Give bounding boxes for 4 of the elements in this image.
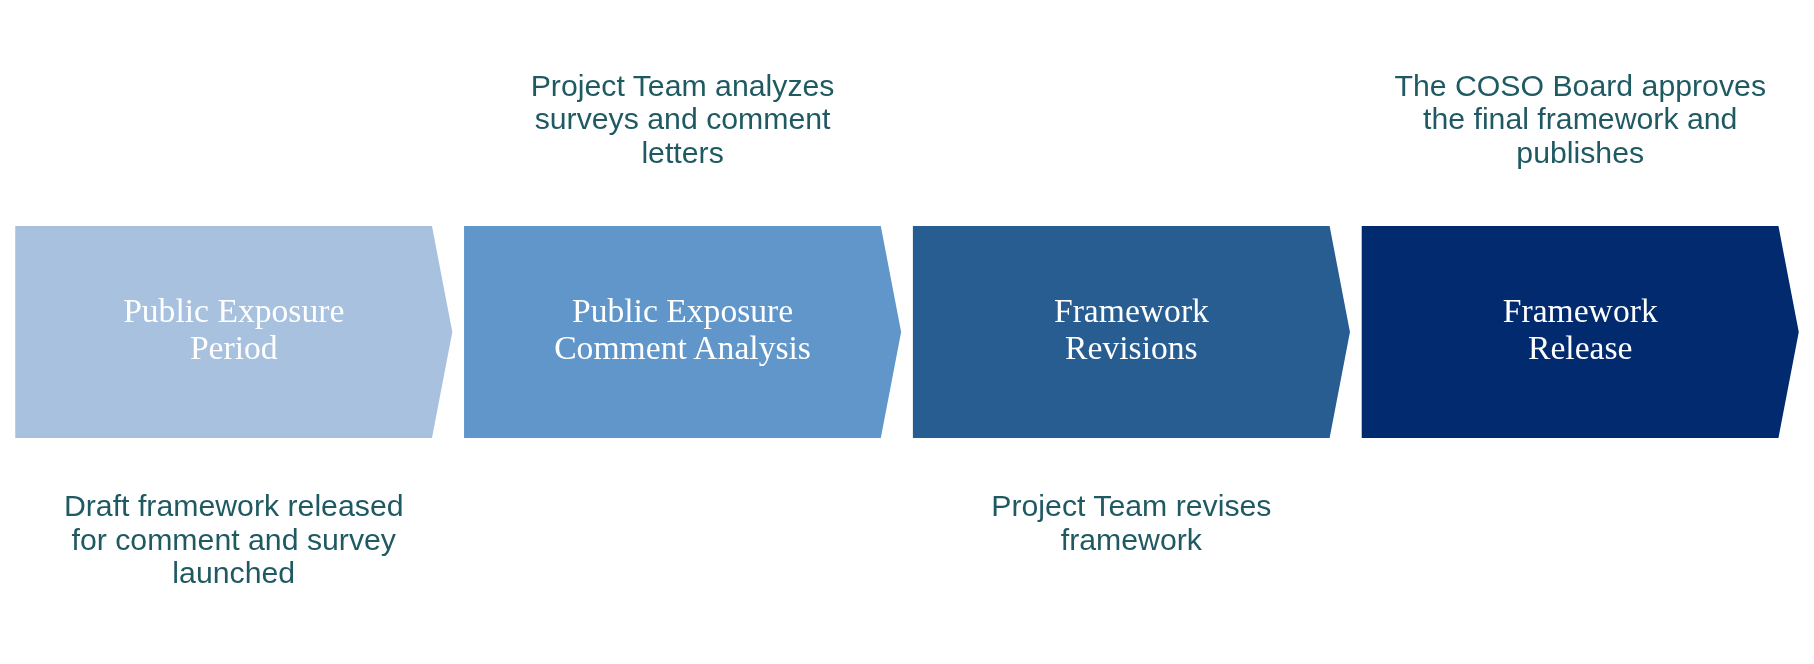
node-label: Project Team analyzes surveys and comment letters — [530, 68, 835, 169]
node-label: The COSO Board approves the final framework and publishes — [1394, 68, 1767, 169]
node-label: Project Team revises framework — [991, 488, 1272, 556]
node-label: Draft framework released for comment and survey launched — [63, 488, 404, 590]
